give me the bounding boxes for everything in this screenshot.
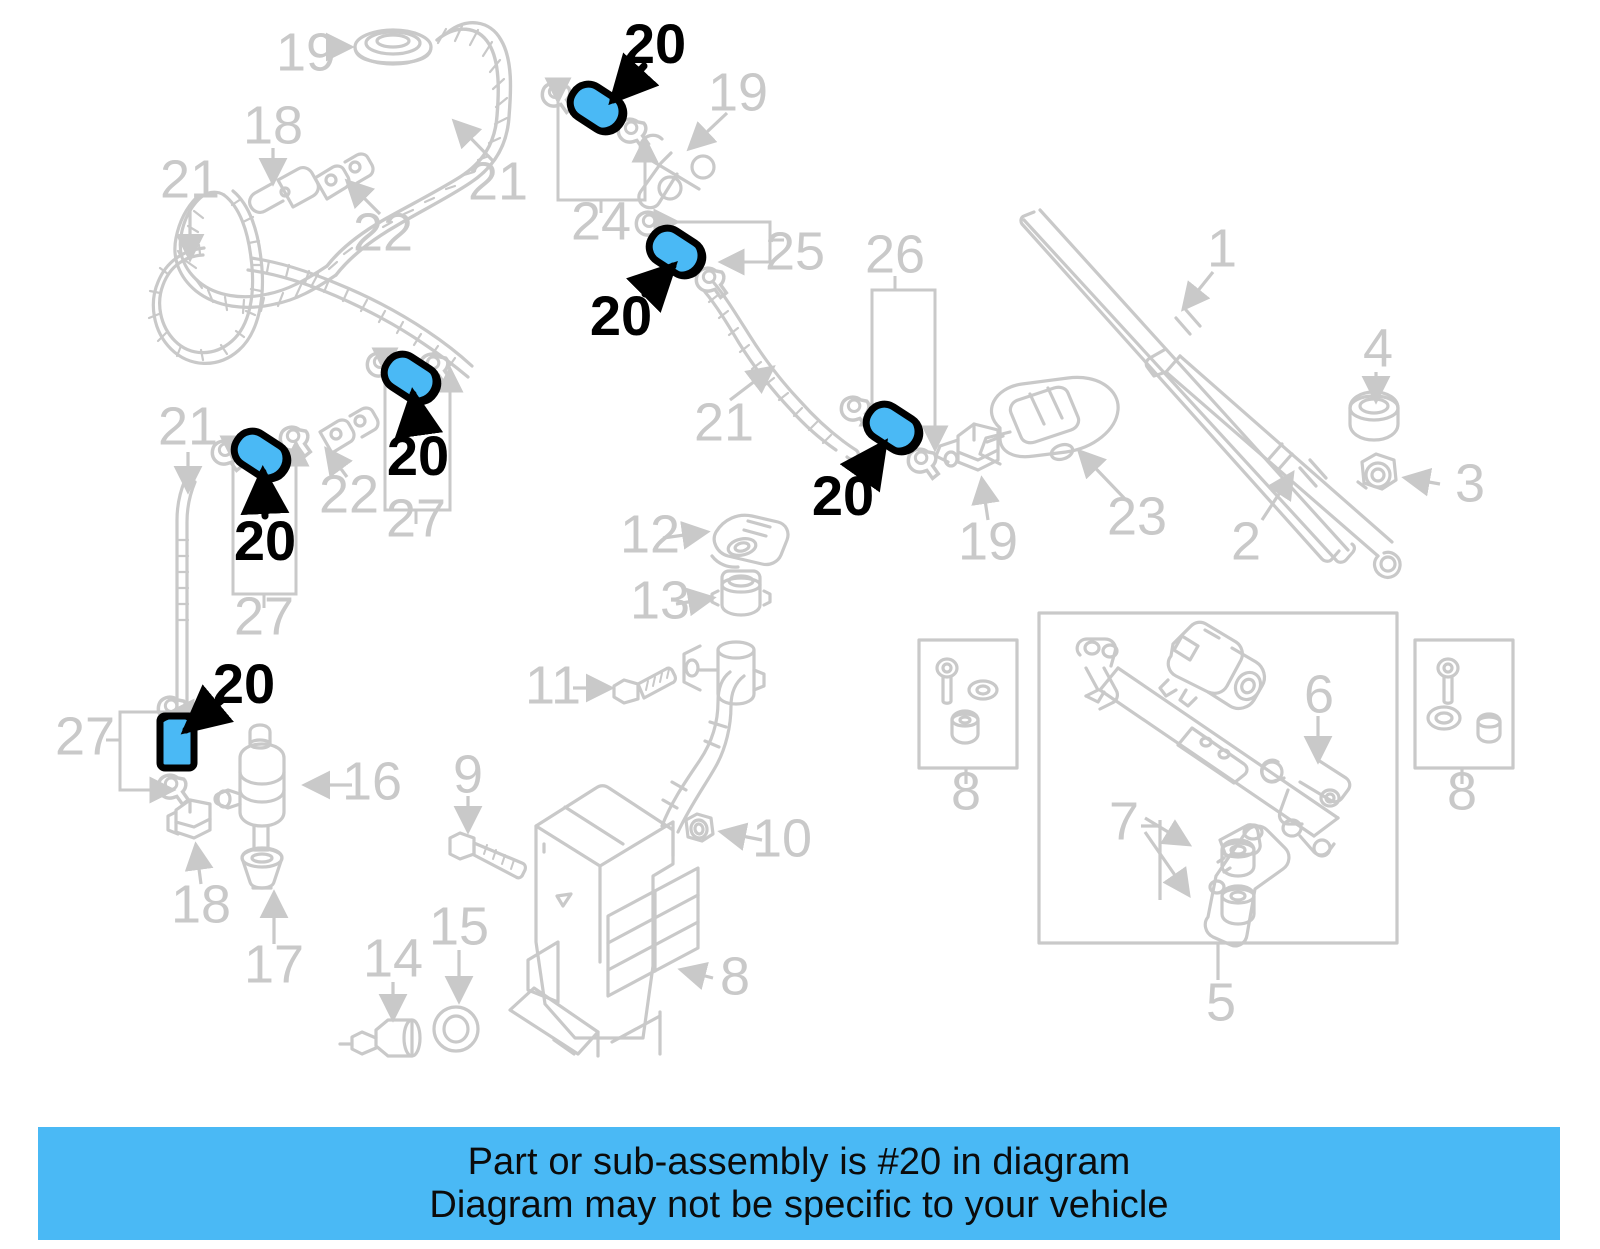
part-19-sensor-right: [934, 422, 1000, 472]
callout-label-24: 19: [276, 22, 336, 82]
callout-label-12: 11: [525, 655, 581, 715]
callout-label-27a: 24: [571, 191, 631, 251]
callout-label-17: 16: [342, 751, 402, 811]
banner-line-2: Diagram may not be specific to your vehi…: [429, 1183, 1169, 1226]
callout-label-10: 9: [453, 744, 483, 804]
callout-label-11: 10: [752, 808, 812, 868]
callout-brackets: [106, 77, 949, 804]
part-14-filler-cap: [710, 569, 772, 617]
part-19-sensor-left: [166, 798, 212, 840]
part-9-washer-reservoir: [508, 784, 700, 1058]
part-25-tee-connector: [637, 133, 716, 210]
callout-label-21a: 21: [160, 149, 220, 209]
callout-label-15: 14: [363, 928, 423, 988]
highlight-leader-arrows: [180, 52, 889, 735]
part-22-coupler-lower: [318, 406, 380, 455]
part-17-washer-pump: [213, 723, 286, 852]
callout-label-3: 3: [1455, 453, 1485, 513]
callout-label-6: 6: [1304, 664, 1334, 724]
callout-label-1: 1: [1207, 218, 1237, 278]
part-3-wiper-arm-nut: [1356, 452, 1398, 491]
callout-label-5: 5: [1206, 972, 1236, 1032]
part-washer-feed-hose: [660, 670, 746, 834]
callout-label-13: 12: [620, 504, 680, 564]
part-24-hose-grommet: [353, 28, 433, 66]
part-1-wiper-blade: [1019, 208, 1356, 564]
part-8-hardware-box-left: [917, 638, 1019, 770]
part-reservoir-pump-head: [682, 640, 766, 706]
part-5-linkage-bars: [1075, 637, 1352, 858]
exploded-parts-diagram: 19 18 21 21 22 19 24 25 26 21 22 27 27 2…: [55, 12, 1515, 1058]
banner-line-1: Part or sub-assembly is #20 in diagram: [467, 1140, 1131, 1183]
part-4-wiper-arm-cap: [1348, 390, 1400, 442]
callout-arrows: [173, 32, 1464, 1023]
callout-label-9: 8: [720, 946, 750, 1006]
callout-label-20b: 20: [590, 284, 652, 347]
part-11-reservoir-nut: [684, 812, 715, 843]
callout-labels: 19 18 21 21 22 19 24 25 26 21 22 27 27 2…: [55, 22, 1485, 1032]
callout-label-18: 17: [244, 934, 304, 994]
part-2-wiper-arm: [1144, 348, 1402, 579]
callout-label-20d: 20: [234, 509, 296, 572]
callout-label-27b: 25: [765, 221, 825, 281]
part-23-check-valve: [248, 166, 320, 214]
callout-label-20c: 20: [387, 424, 449, 487]
part-7-bushings: [1220, 838, 1256, 926]
callout-label-27f: 27: [55, 706, 115, 766]
callout-label-27d: 27: [386, 488, 446, 548]
callout-label-20e: 20: [812, 464, 874, 527]
callout-label-22a: 22: [353, 202, 413, 262]
callout-label-8a: 8: [951, 761, 981, 821]
part-6-wiper-motor: [1158, 620, 1267, 711]
callout-label-20a: 20: [624, 12, 686, 75]
part-15-level-sensor: [338, 1018, 422, 1058]
callout-label-27c: 26: [865, 224, 925, 284]
callout-label-7: 7: [1109, 791, 1139, 851]
callout-label-25: 19: [708, 62, 768, 122]
diagram-note-banner: Part or sub-assembly is #20 in diagram D…: [38, 1127, 1560, 1240]
part-8-hardware-box-right: [1413, 638, 1515, 770]
callout-label-27e: 27: [234, 586, 294, 646]
callout-label-2: 2: [1231, 511, 1261, 571]
part-13-washer-nozzle: [710, 513, 790, 569]
highlighted-callout-labels: 20 20 20 20 20 20: [213, 12, 874, 715]
callout-label-23: 18: [243, 95, 303, 155]
callout-label-22b: 22: [319, 464, 379, 524]
callout-label-8b: 8: [1447, 761, 1477, 821]
callout-label-21b: 21: [468, 151, 528, 211]
callout-label-4: 4: [1363, 318, 1393, 378]
part-10-reservoir-bolt: [448, 831, 527, 880]
part-12-hex-bolt: [612, 666, 677, 705]
part-5-mounting-bracket: [1203, 823, 1291, 948]
callout-label-19b: 19: [958, 511, 1018, 571]
part-18-pump-grommet: [240, 846, 284, 890]
callout-label-26: 23: [1107, 486, 1167, 546]
part-22-coupler-upper: [313, 152, 375, 201]
part-16-grommet-ring: [432, 1005, 480, 1053]
callout-label-14: 13: [630, 570, 690, 630]
callout-label-20f: 20: [213, 652, 275, 715]
callout-label-19a: 18: [171, 874, 231, 934]
part-21-hose-lower-loop: [147, 189, 265, 365]
part-21-hose-loop: [173, 190, 338, 315]
part-26-rain-sensor-module: [978, 375, 1120, 466]
callout-label-16: 15: [429, 896, 489, 956]
callout-label-21d: 21: [694, 392, 754, 452]
callout-label-21c: 21: [158, 396, 218, 456]
